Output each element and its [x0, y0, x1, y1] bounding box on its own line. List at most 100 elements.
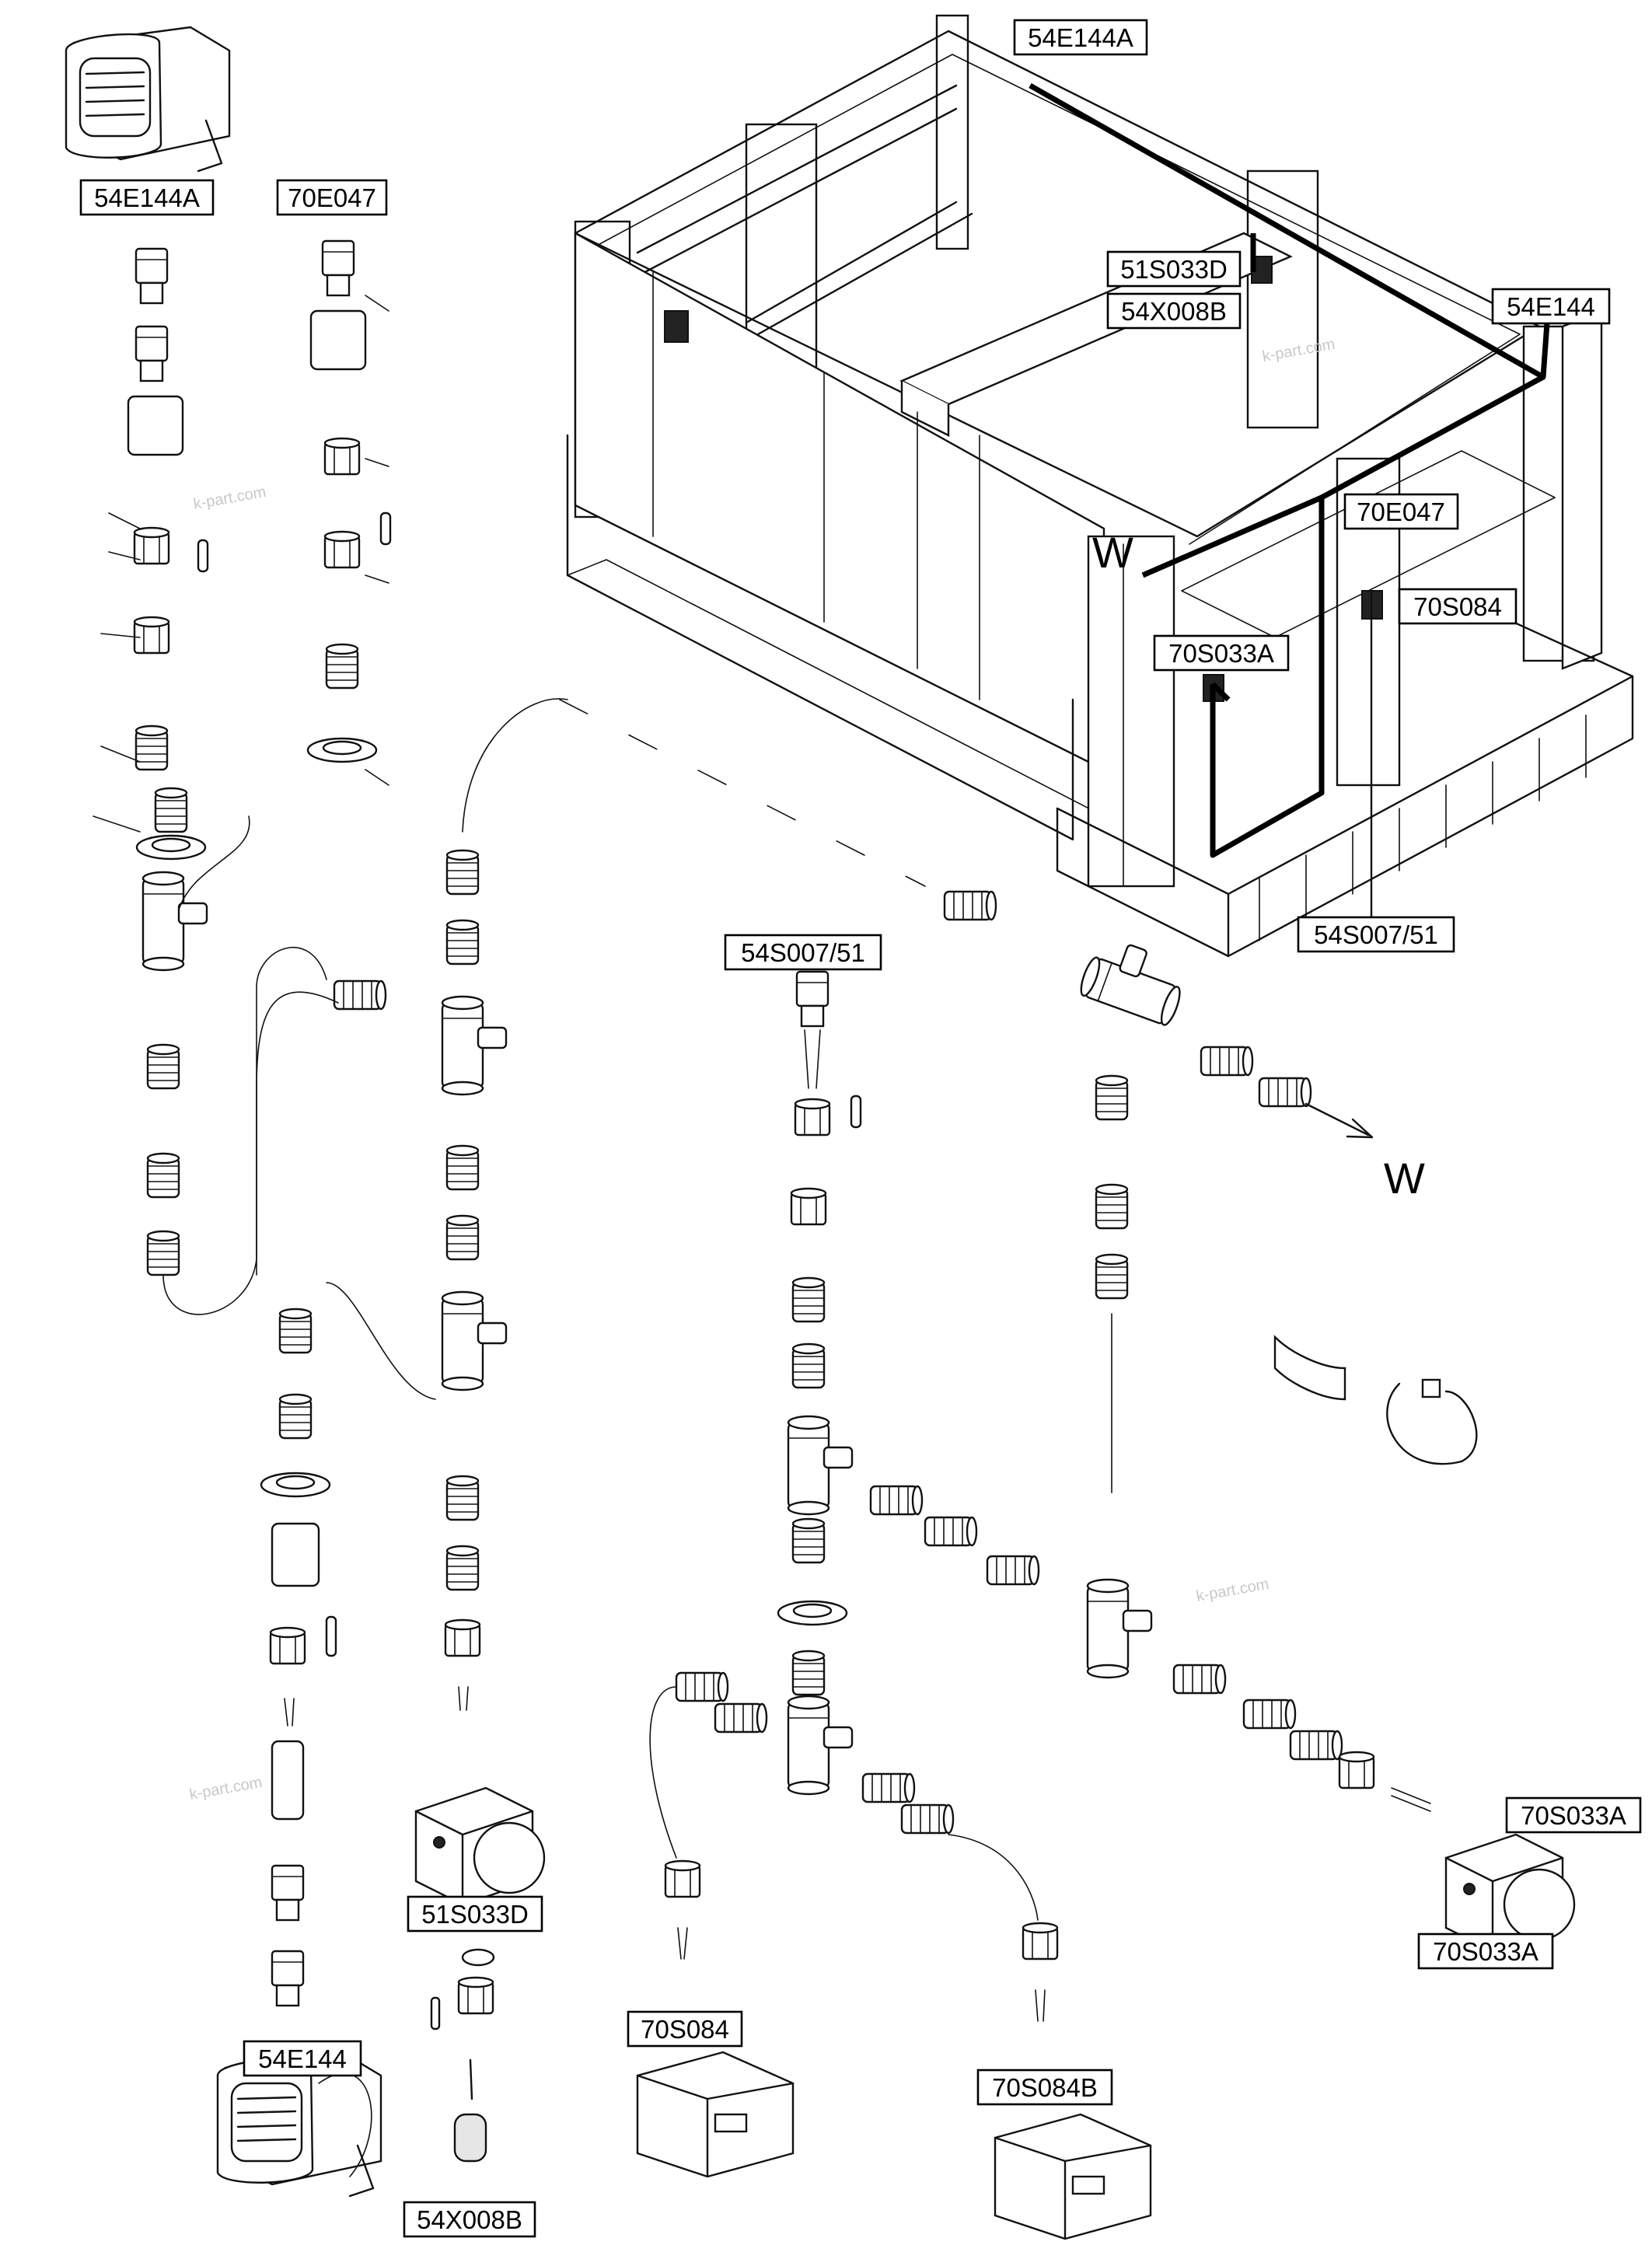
solenoid-coil-icon: [414, 1786, 546, 1906]
sleeve-icon: [1273, 1335, 1346, 1401]
gland-nut-icon: [1338, 1751, 1375, 1789]
conduit-bellows-icon: [445, 1545, 480, 1591]
label-70e047-top: 70E047: [276, 179, 388, 216]
gland-nut-icon: [664, 1859, 701, 1898]
connector-socket-icon: [127, 395, 184, 456]
gland-nut-icon: [794, 1098, 831, 1136]
conduit-bellows-icon: [445, 1144, 480, 1191]
seal-ring-icon: [777, 1600, 848, 1626]
conduit-bellows-icon: [445, 919, 480, 965]
conduit-bellows-icon: [146, 1230, 180, 1276]
conduit-bellows-icon: [791, 1342, 826, 1389]
conduit-bellows-icon: [791, 1517, 826, 1564]
watermark: k-part.com: [188, 1774, 264, 1803]
conduit-bellows-icon: [1200, 1046, 1254, 1077]
label-54e144a-assembly: 54E144A: [1013, 19, 1148, 56]
gland-nut-icon: [133, 616, 170, 655]
label-51s033d-assembly: 51S033D: [1106, 250, 1242, 288]
54s007-chain: [649, 970, 1431, 2022]
label-70s033a-assembly: 70S033A: [1153, 634, 1290, 672]
svg-text:70S084B: 70S084B: [992, 2073, 1098, 2102]
svg-text:54X008B: 54X008B: [417, 2205, 522, 2234]
tee-fitting-icon: [441, 995, 508, 1096]
coil-boxes: [636, 1833, 1576, 2240]
tee-fitting-icon: [1076, 932, 1193, 1028]
label-54s007-assembly: 54S007/51: [1297, 916, 1455, 953]
conduit-bellows-icon: [791, 1276, 826, 1323]
conduit-bellows-icon: [146, 1152, 180, 1199]
work-lamp-icon: [65, 26, 231, 173]
svg-text:54X008B: 54X008B: [1121, 297, 1227, 326]
label-70s033a-right-top: 70S033A: [1505, 1796, 1642, 1834]
svg-text:70S033A: 70S033A: [1433, 1937, 1538, 1966]
seal-ring-icon: [135, 834, 207, 861]
conduit-bellows-icon: [1289, 1730, 1343, 1761]
switch-box-icon: [994, 2113, 1152, 2240]
rack-assembly: [566, 14, 1634, 958]
conduit-bellows-icon: [445, 849, 480, 896]
pressure-switch-icon: [795, 970, 829, 1028]
left-column-chain: [65, 26, 327, 1315]
gland-nut-icon: [323, 530, 361, 569]
tee-fitting-icon: [141, 871, 208, 972]
svg-text:70E047: 70E047: [288, 183, 376, 212]
direction-letter-w-structure: W: [1092, 528, 1133, 577]
conduit-bellows-icon: [1242, 1699, 1297, 1730]
middle-chain: [256, 698, 568, 2163]
svg-text:54E144: 54E144: [1507, 292, 1595, 321]
conduit-bellows-icon: [146, 1043, 180, 1090]
label-70s084b-bottom: 70S084B: [976, 2069, 1113, 2106]
svg-text:70E047: 70E047: [1357, 498, 1445, 526]
upper-right-fittings: [559, 699, 1478, 1493]
gland-nut-icon: [323, 437, 361, 476]
conduit-bellows-icon: [900, 1803, 955, 1835]
label-70s084-assembly: 70S084: [1398, 588, 1518, 625]
svg-text:70S084: 70S084: [641, 2015, 729, 2044]
svg-text:54S007/51: 54S007/51: [1314, 920, 1438, 949]
conduit-bellows-icon: [278, 1393, 313, 1440]
label-70s033a-right-bottom: 70S033A: [1417, 1933, 1554, 1970]
conduit-bellows-icon: [333, 979, 387, 1011]
gland-nut-icon: [457, 1976, 494, 2015]
cable-tie-icon: [1386, 1382, 1478, 1465]
label-51s033d-bottom: 51S033D: [407, 1895, 543, 1933]
svg-text:54E144: 54E144: [258, 2044, 347, 2073]
connector-plug-icon: [321, 239, 355, 297]
gland-nut-icon: [790, 1187, 827, 1226]
switch-box-icon: [636, 2051, 795, 2178]
conduit-bellows-icon: [924, 1516, 978, 1547]
conduit-bellows-icon: [675, 1671, 729, 1702]
70e047-chain: [306, 239, 392, 786]
svg-text:54E144A: 54E144A: [94, 183, 200, 212]
conduit-bellows-icon: [1172, 1664, 1227, 1695]
label-54x008b-bottom: 54X008B: [403, 2201, 536, 2238]
seal-ring-icon: [306, 737, 378, 763]
conduit-bellows-icon: [861, 1772, 916, 1803]
label-54x008b-assembly: 54X008B: [1106, 292, 1242, 330]
plug-connector-icon: [453, 2113, 487, 2163]
conduit-bellows-icon: [986, 1555, 1040, 1586]
gland-nut-icon: [269, 1626, 306, 1665]
seal-ring-icon: [260, 1472, 331, 1498]
tee-fitting-icon: [787, 1415, 854, 1516]
watermark: k-part.com: [1195, 1576, 1270, 1605]
conduit-bellows-icon: [134, 724, 169, 771]
watermark: k-part.com: [192, 484, 267, 513]
tee-fitting-icon: [787, 1695, 854, 1796]
conduit-bellows-icon: [154, 787, 188, 833]
conduit-bellows-icon: [1095, 1183, 1129, 1230]
svg-text:70S033A: 70S033A: [1168, 639, 1274, 668]
direction-letter-w-arrow: W: [1384, 1154, 1425, 1203]
svg-text:51S033D: 51S033D: [1120, 255, 1228, 284]
label-54e144a-top: 54E144A: [79, 179, 215, 216]
connector-plug-icon: [134, 325, 169, 382]
conduit-bellows-icon: [1258, 1077, 1312, 1108]
label-54e144-assembly: 54E144: [1491, 288, 1611, 325]
conduit-bellows-icon: [714, 1702, 768, 1734]
svg-text:54S007/51: 54S007/51: [741, 938, 865, 967]
conduit-bellows-icon: [325, 643, 359, 690]
conduit-bellows-icon: [869, 1485, 924, 1516]
svg-text:54E144A: 54E144A: [1028, 23, 1133, 52]
conduit-bellows-icon: [791, 1650, 826, 1696]
conduit-bellows-icon: [943, 890, 997, 921]
